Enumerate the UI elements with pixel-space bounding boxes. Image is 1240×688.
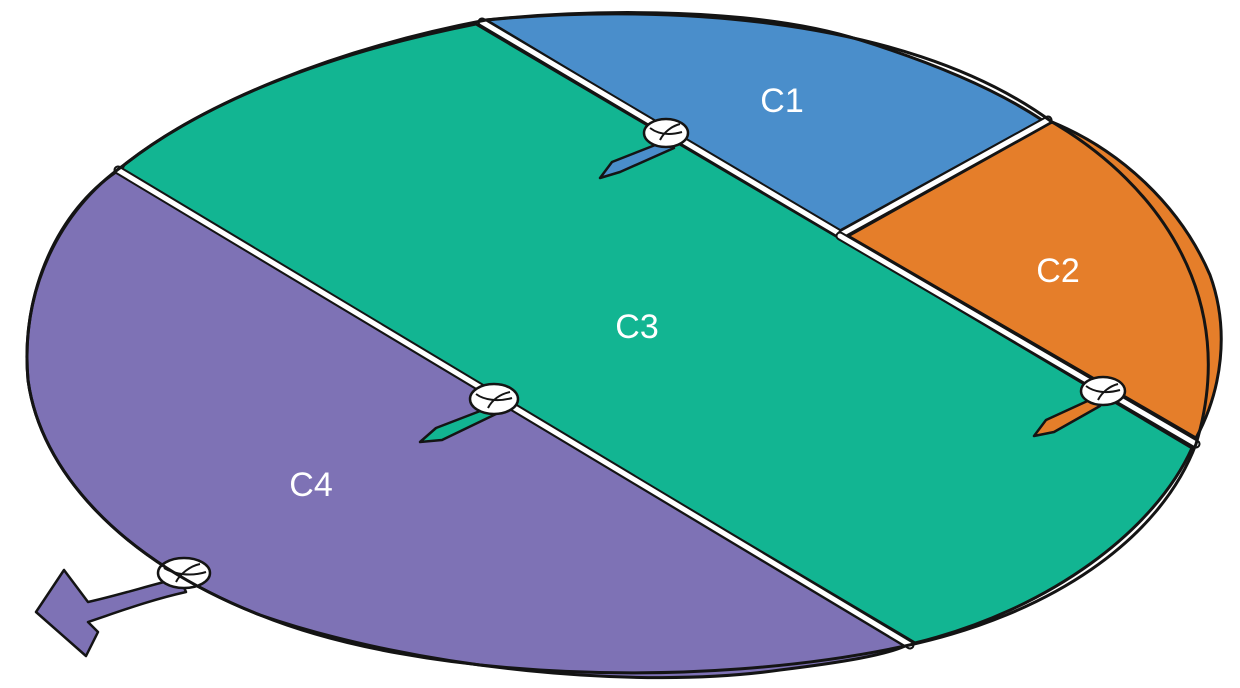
seam-c1-c2-white	[839, 117, 1051, 237]
peg-c2-c3	[1032, 375, 1127, 438]
exit-arrow-icon	[34, 568, 188, 658]
region-label-c3: C3	[615, 308, 658, 346]
peg-c3-c4	[418, 382, 520, 444]
peg-c1-c3	[598, 117, 690, 180]
ellipse-outline	[25, 12, 1210, 675]
exit-arrow	[34, 556, 212, 658]
region-label-c4: C4	[289, 466, 332, 504]
region-label-c1: C1	[760, 82, 803, 120]
peg-head-icon	[1079, 375, 1127, 407]
seam-c2-c3-white	[837, 233, 1199, 447]
region-label-c2: C2	[1036, 252, 1079, 290]
region-c2	[846, 120, 1223, 440]
